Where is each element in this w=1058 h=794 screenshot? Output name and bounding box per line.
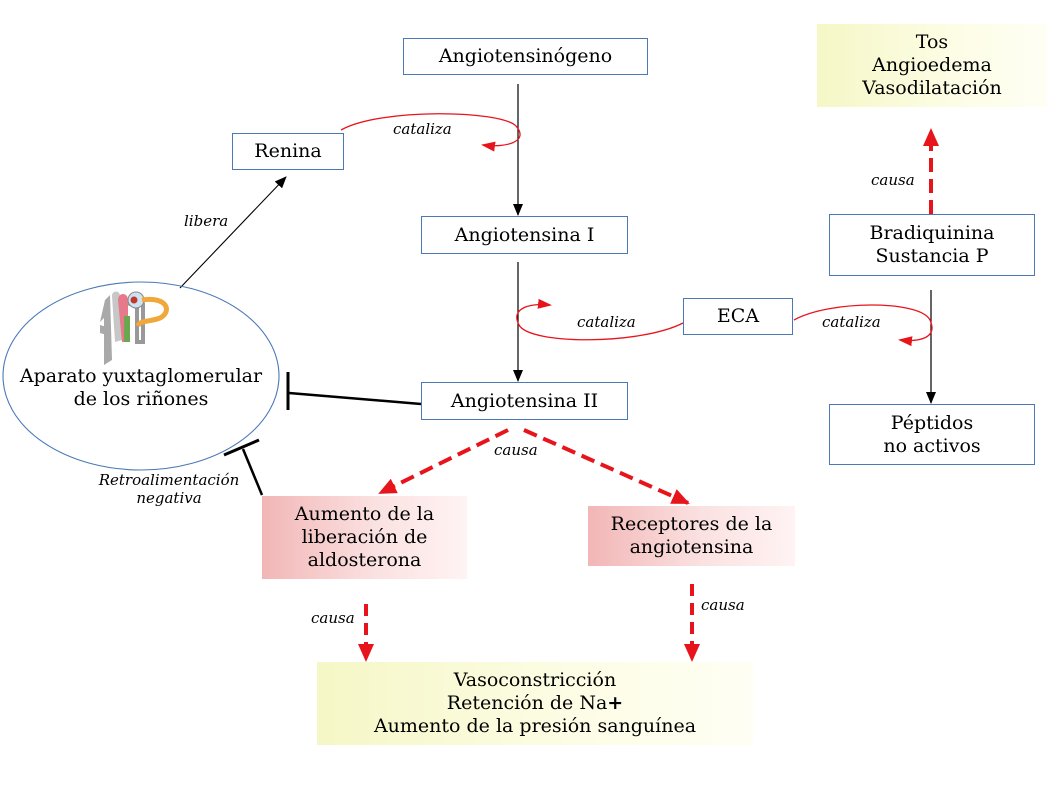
side-effects-line3: Vasodilatación	[862, 77, 1002, 99]
effects-line1: Vasoconstricción	[453, 669, 617, 691]
angiotensin1-box: Angiotensina I	[421, 216, 628, 254]
receptors-box: Receptores de la angiotensina	[588, 506, 795, 566]
inactive-peptides-box: Péptidos no activos	[829, 404, 1035, 465]
causa-ang2-label: causa	[494, 441, 538, 459]
receptors-line1: Receptores de la	[610, 513, 773, 535]
aldosterone-line3: aldosterona	[307, 549, 422, 571]
libera-label: libera	[184, 212, 229, 230]
eca-ang-cataliza-label: cataliza	[577, 313, 636, 331]
feedback-line2: negativa	[136, 489, 202, 507]
inhibit-aldosterone-to-jga	[241, 448, 264, 496]
angiotensinogen-box: Angiotensinógeno	[403, 38, 648, 75]
side-effects-line2: Angioedema	[872, 54, 992, 76]
effects-line2-plus: +	[607, 692, 624, 714]
eca-box: ECA	[683, 298, 793, 335]
feedback-label: Retroalimentación negativa	[90, 471, 248, 507]
bradykinin-box: Bradiquinina Sustancia P	[829, 214, 1035, 276]
jga-line2: de los riñones	[73, 388, 209, 410]
aldosterone-line2: liberación de	[301, 526, 428, 548]
angiotensinogen-label: Angiotensinógeno	[438, 45, 613, 67]
curl-eca-to-ang1-catalysis	[516, 298, 684, 341]
effects-line2-wrap: Retención de Na+	[447, 692, 623, 715]
renin-label: Renina	[254, 140, 322, 162]
feedback-line1: Retroalimentación	[98, 471, 240, 489]
curl-renin-catalysis	[340, 113, 521, 152]
inhibit-aldosterone-to-jga-bar	[223, 438, 260, 457]
inhibit-ang2-to-jga	[288, 391, 422, 406]
renin-cataliza-label: cataliza	[393, 120, 452, 138]
effects-line2: Retención de Na	[446, 692, 608, 714]
dashed-ang2-to-aldosterone	[378, 428, 509, 495]
jga-line1: Aparato yuxtaglomerular	[19, 365, 263, 387]
arrow-jga-to-renin	[179, 176, 287, 289]
bradykinin-line1: Bradiquinina	[869, 222, 995, 244]
side-effects-box: Tos Angioedema Vasodilatación	[817, 24, 1047, 107]
curl-eca-to-bradykinin-catalysis	[793, 304, 933, 347]
causa-aldosterone-label: causa	[311, 609, 355, 627]
kidney-nephron-icon	[100, 291, 169, 365]
causa-receptors-label: causa	[701, 596, 745, 614]
inactive-line1: Péptidos	[890, 411, 974, 434]
eca-label: ECA	[716, 305, 760, 327]
receptors-line2: angiotensina	[629, 536, 754, 558]
jga-ellipse	[2, 281, 280, 471]
angiotensin2-box: Angiotensina II	[421, 382, 628, 420]
aldosterone-line1: Aumento de la	[294, 503, 435, 525]
effects-box: Vasoconstricción Retención de Na+ Aument…	[317, 662, 753, 745]
eca-brad-cataliza-label: cataliza	[822, 313, 881, 331]
side-effects-line1: Tos	[915, 31, 949, 53]
dashed-ang2-to-receptors	[523, 428, 690, 505]
causa-bradykinin-label: causa	[871, 171, 915, 189]
bradykinin-line2: Sustancia P	[875, 245, 989, 267]
renin-box: Renina	[232, 133, 344, 170]
jga-label: Aparato yuxtaglomerular de los riñones	[4, 365, 278, 411]
inactive-line2: no activos	[883, 434, 981, 457]
effects-line3: Aumento de la presión sanguínea	[373, 715, 697, 737]
aldosterone-box: Aumento de la liberación de aldosterona	[262, 496, 467, 579]
angiotensin1-label: Angiotensina I	[454, 223, 595, 246]
angiotensin2-label: Angiotensina II	[450, 389, 599, 412]
